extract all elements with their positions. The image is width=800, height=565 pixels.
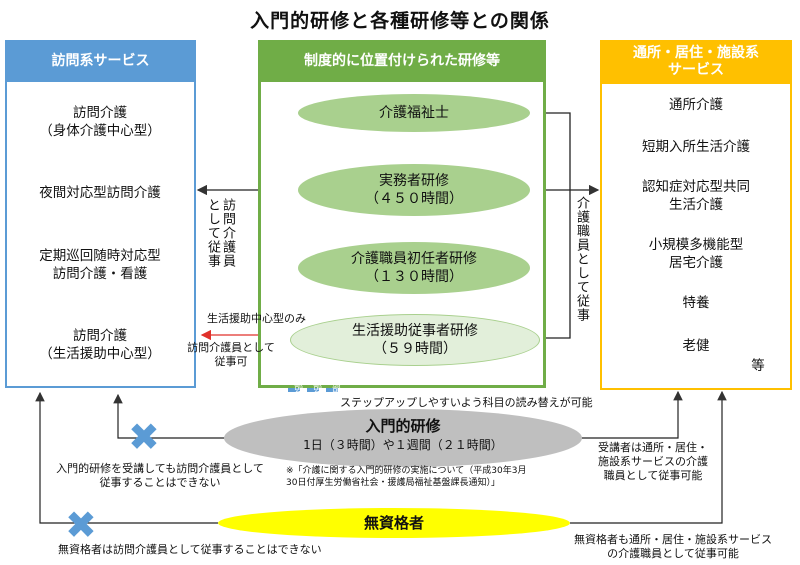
oval-kaigo-fukushishi: 介護福祉士 (298, 94, 530, 132)
seikatsu-only-label: 生活援助中心型のみ (207, 312, 306, 325)
intro-oval-sub: 1日（３時間）や１週間（２１時間） (303, 438, 503, 452)
unqual-to-left-line (35, 391, 218, 524)
receivers-label: 受講者は通所・居住・ 施設系サービスの介護 職員として従事可能 (598, 441, 708, 482)
right-item-shokibo: 小規模多機能型 居宅介護 (648, 237, 744, 271)
right-item-tanki: 短期入所生活介護 (642, 139, 750, 155)
oval-shoninsha: 介護職員初任者研修 （１３０時間） (298, 242, 530, 294)
oval-jitsumusha: 実務者研修 （４５０時間） (298, 164, 530, 216)
partial-exempt-label: 一部免除 (292, 372, 302, 408)
unqual-can-label: 無資格者も通所・居住・施設系サービス の介護職員として従事可能 (574, 533, 772, 560)
partial-exempt-label: 一部免除 (311, 372, 321, 408)
page-title: 入門的研修と各種研修等との関係 (250, 10, 550, 32)
left-panel-header: 訪問系サービス (5, 40, 196, 82)
left-item-yakan: 夜間対応型訪問介護 (39, 185, 161, 201)
right-item-tokuyou: 特養 (682, 295, 710, 311)
right-bracket (530, 112, 571, 339)
right-panel (600, 40, 792, 390)
x-icon: ✖ (128, 415, 160, 459)
right-item-roken: 老健 (682, 338, 710, 354)
unqual-to-right-line (570, 390, 727, 524)
oval-seikatsu-enjo: 生活援助従事者研修 （５９時間） (290, 314, 540, 366)
center-panel-header: 制度的に位置付けられた研修等 (258, 40, 546, 82)
right-item-etc: 等 (751, 358, 765, 374)
left-vertical-label: 訪問介護員 として従事 (205, 198, 235, 268)
step-up-label: ステップアップしやすいよう科目の読み替えが可能 (340, 396, 593, 409)
left-item-shintai: 訪問介護 （身体介護中心型） (39, 105, 161, 139)
left-item-teiki: 定期巡回随時対応型 訪問介護・看護 (39, 248, 161, 282)
left-panel (5, 40, 196, 388)
intro-to-left-line (113, 393, 232, 439)
right-item-ninchisho: 認知症対応型共同 生活介護 (642, 179, 750, 213)
unqual-oval: 無資格者 (218, 508, 570, 538)
intro-to-right-line (577, 390, 683, 439)
cannot-unqual-label: 無資格者は訪問介護員として従事することはできない (58, 543, 322, 556)
x-icon: ✖ (65, 503, 97, 547)
intro-oval-title: 入門的研修 (365, 417, 441, 435)
partial-exempt-label: 一部免除 (330, 374, 340, 410)
footnote: ※「介護に関する入門的研修の実施について（平成30年3月 30日付厚生労働省社会… (286, 466, 527, 488)
cannot-intro-label: 入門的研修を受講しても訪問介護員として 従事することはできない (56, 462, 264, 489)
right-item-tsusho: 通所介護 (669, 97, 723, 113)
intro-oval (224, 409, 582, 467)
houmon-kaigo-label: 訪問介護員として 従事可 (187, 341, 275, 368)
right-vertical-label: 介護職員として従事 (574, 196, 589, 322)
right-panel-header: 通所・居住・施設系 サービス (600, 40, 792, 84)
left-item-seikatsu: 訪問介護 （生活援助中心型） (39, 328, 161, 362)
